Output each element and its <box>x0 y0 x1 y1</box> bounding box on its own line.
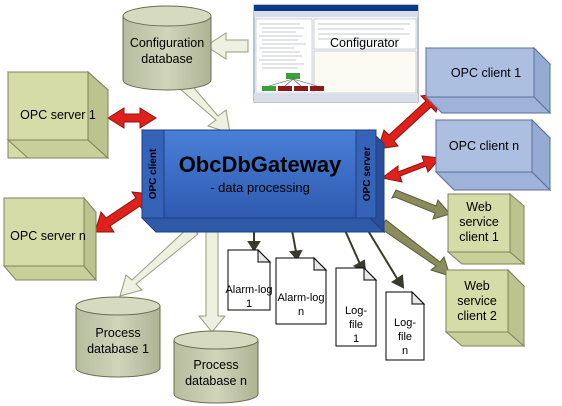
log-file-1-line3: 1 <box>353 333 359 345</box>
gateway-title: ObcDbGateway <box>179 152 342 177</box>
alarm-log-n-line2: n <box>298 306 304 318</box>
log-file-n-line1: Log- <box>394 317 416 329</box>
opc-server-n-box <box>2 196 98 282</box>
log-file-1-doc <box>335 266 378 347</box>
process-database-n-cylinder <box>173 330 259 404</box>
log-file-n-doc <box>385 290 426 361</box>
log-file-1-line1: Log- <box>345 305 367 317</box>
process-db-n-link-arrow <box>197 230 227 333</box>
alarm-log-n-doc <box>275 256 328 325</box>
web-client-1-link-arrow <box>391 189 451 220</box>
opc-server-1-link-arrow <box>107 107 157 129</box>
opc-client-n-link-arrow <box>380 155 441 183</box>
web-client-2-line1: Web <box>464 279 490 293</box>
web-client-1-line3: client 1 <box>459 230 499 244</box>
web-client-1-line1: Web <box>466 200 492 214</box>
opc-client-1-box <box>424 46 552 115</box>
process-db-n-line1: Process <box>193 358 238 372</box>
opc-client-1-label: OPC client 1 <box>451 66 521 80</box>
web-client-2-link-arrow <box>379 219 451 277</box>
gateway-subtitle: - data processing <box>210 180 310 195</box>
config-db-label-line1: Configuration <box>130 36 204 50</box>
log-file-n-line2: file <box>398 331 412 343</box>
config-db-label-line2: database <box>141 52 192 66</box>
gateway-block <box>140 128 386 234</box>
opc-client-n-label: OPC client n <box>449 139 519 153</box>
configurator-label: Configurator <box>330 36 399 50</box>
configurator-screenshot <box>253 4 419 103</box>
process-db-1-link-arrow <box>119 225 199 297</box>
process-db-1-line1: Process <box>95 326 140 340</box>
alarm-log-1-doc <box>227 248 272 311</box>
alarm-log-arrows <box>247 229 303 261</box>
process-db-n-line2: database n <box>185 374 247 388</box>
process-db-1-line2: database 1 <box>87 342 149 356</box>
opc-server-1-label: OPC server 1 <box>20 108 96 122</box>
web-client-1-line2: service <box>459 215 499 229</box>
config-database-cylinder <box>122 5 212 91</box>
log-file-arrows <box>343 223 405 289</box>
gateway-opc-server-panel-label: OPC server <box>362 147 373 202</box>
opc-client-n-box <box>434 118 552 192</box>
log-file-n-line3: n <box>402 345 408 357</box>
web-client-1-box <box>446 192 526 266</box>
alarm-log-1-line2: 1 <box>246 298 252 310</box>
log-file-1-line2: file <box>349 319 363 331</box>
alarm-log-n-line1: Alarm-log <box>277 292 324 304</box>
alarm-log-1-line1: Alarm-log <box>225 284 272 296</box>
web-client-2-line3: client 2 <box>457 309 497 323</box>
gateway-opc-client-panel-label: OPC client <box>148 148 159 199</box>
opc-server-n-label: OPC server n <box>10 229 86 243</box>
config-db-link-arrow <box>205 32 249 60</box>
web-client-2-box <box>444 268 526 348</box>
process-database-1-cylinder <box>75 296 161 378</box>
opc-server-1-box <box>6 70 110 160</box>
web-client-2-line2: service <box>457 294 497 308</box>
